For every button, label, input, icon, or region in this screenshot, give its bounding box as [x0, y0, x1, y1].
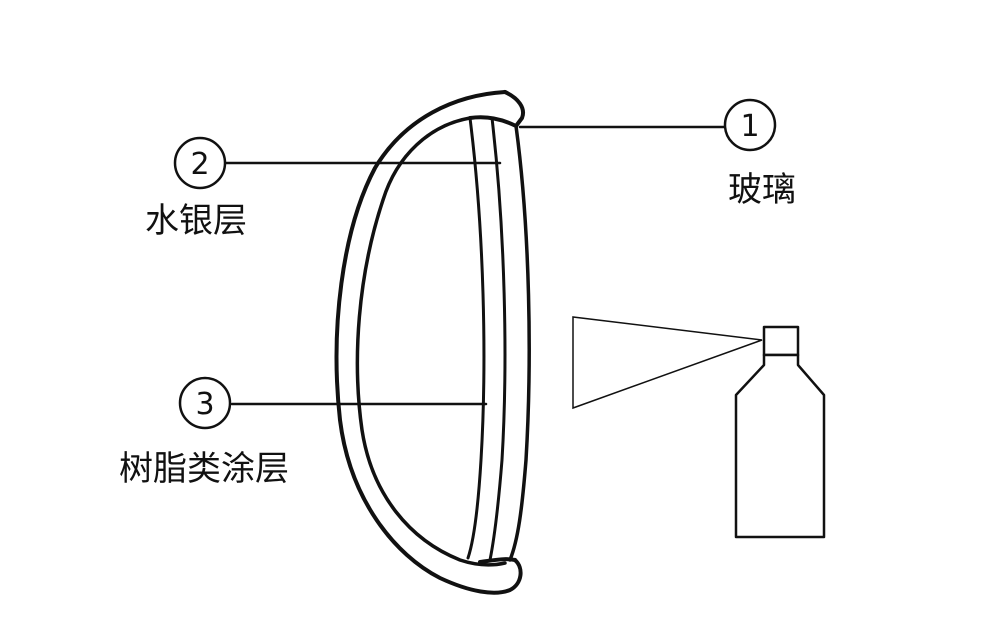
resin-coating-layer: [466, 116, 486, 560]
callout-glass-number: 1: [740, 109, 759, 144]
callout-mercury-number: 2: [190, 147, 209, 182]
mercury-layer: [488, 116, 507, 562]
callout-mercury-circle: [173, 136, 227, 190]
callout-resin-number: 3: [195, 387, 214, 422]
spray-can-nozzle: [762, 325, 800, 357]
callout-resin-circle: [178, 376, 232, 430]
spray-cone: [572, 316, 763, 410]
mirror-layers: [466, 116, 531, 562]
callout-resin: 3 树脂类涂层: [119, 376, 289, 489]
housing-outer-outline: [334, 90, 523, 595]
callout-mercury-label: 水银层: [145, 201, 247, 241]
spray-cone-outline: [572, 316, 763, 410]
callout-glass-label: 玻璃: [728, 170, 796, 210]
callout-glass: 1 玻璃: [723, 98, 796, 210]
spray-can-body: [734, 353, 826, 539]
callout-mercury: 2 水银层: [145, 136, 247, 241]
glass-layer: [508, 124, 531, 562]
spray-can: [734, 325, 826, 539]
callout-glass-circle: [723, 98, 777, 152]
leader-lines: [224, 125, 726, 406]
callout-resin-label: 树脂类涂层: [119, 449, 289, 489]
housing-top-cap: [468, 90, 525, 128]
housing-bottom-cap: [478, 557, 517, 564]
